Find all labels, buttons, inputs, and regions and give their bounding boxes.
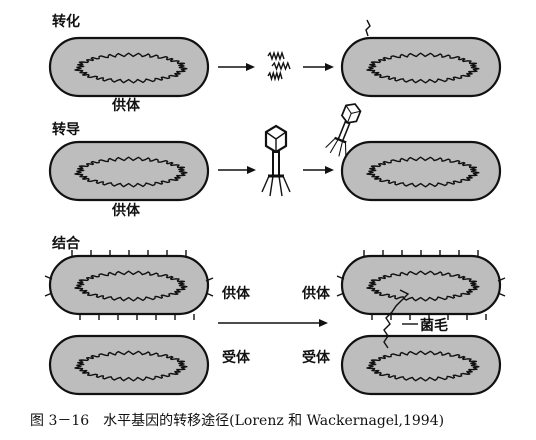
figure-caption: 图 3－16 水平基因的转移途径(Lorenz 和 Wackernagel,19… [30,413,445,429]
transduction-recipient-cell-chromosome [366,156,480,188]
transduction-title: 转导 [52,122,80,138]
free-bacteriophage-tail-fiber-2 [278,175,283,197]
conjugation-left-donor-cell-pilus-stub-15 [44,292,53,297]
pilus-label: 菌毛 [420,318,448,334]
transformation-title: 转化 [52,14,80,30]
transformation-recipient-cell-body [340,36,502,98]
free-bacteriophage-tail-fiber-0 [261,175,270,193]
free-bacteriophage-tail [272,151,280,177]
infecting-bacteriophage-head-facets [345,105,361,124]
conjugation-arrow [218,319,328,327]
pilus-bridge [383,289,410,349]
infecting-bacteriophage-baseplate [334,136,347,144]
conjugation-arrow-head [319,319,328,327]
conjugation-left-donor-label: 供体 [222,286,250,302]
conjugation-right-recipient-cell [340,334,502,396]
conjugation-right-donor-cell-body [340,254,502,316]
dna-fragment-2 [267,70,283,82]
transformation-arrow-1-head [246,63,255,71]
conjugation-right-donor-cell [336,250,506,320]
conjugation-left-recipient-cell-chromosome [74,350,188,382]
dna-fragment-1 [271,61,291,71]
conjugation-right-donor-cell-pilus-stub-17 [497,292,506,297]
conjugation-left-donor-cell-body [48,254,210,316]
transduction-arrow-2 [303,166,334,174]
transduction-donor-label: 供体 [112,203,140,219]
free-bacteriophage-tail-fiber-3 [282,175,291,193]
conjugation-right-donor-cell-pilus-stub-15 [336,292,345,297]
conjugation-left-donor-cell-pilus-stub-14 [44,275,53,280]
transduction-donor-cell-body [48,140,210,202]
conjugation-right-recipient-cell-chromosome [366,350,480,382]
conjugation-left-recipient-label: 受体 [222,350,250,366]
free-bacteriophage-tail-fiber-1 [269,175,274,197]
conjugation-left-donor-cell-pilus-stub-17 [205,292,214,297]
conjugation-left-recipient-cell-body [48,334,210,396]
infecting-bacteriophage-tail-fiber-3 [344,142,347,156]
transformation-recipient-cell [340,36,502,98]
conjugation-left-recipient-cell [48,334,210,396]
infecting-bacteriophage-tail-fiber-1 [329,139,339,154]
free-dna-fragments [267,50,291,82]
transformation-arrow-2 [303,63,334,71]
transduction-arrow-1-head [247,166,256,174]
free-bacteriophage [261,124,291,197]
conjugation-pilus [383,289,418,349]
transformation-donor-cell [48,36,210,98]
transformation-arrow-2-head [325,63,334,71]
conjugation-right-donor-cell-pilus-stub-16 [497,277,506,282]
conjugation-left-donor-cell-chromosome [74,270,188,302]
conjugation-right-recipient-cell-body [340,334,502,396]
free-bacteriophage-head-facets [265,131,287,152]
conjugation-left-donor-cell [44,250,214,320]
infecting-bacteriophage [325,103,362,157]
transduction-recipient-cell [340,140,502,202]
transformation-donor-label: 供体 [112,98,140,114]
infecting-bacteriophage-tail-fiber-2 [338,140,344,157]
transduction-donor-cell-chromosome [74,156,188,188]
infecting-bacteriophage-tail-fiber-0 [325,137,336,149]
extras-layer [218,19,418,349]
cell-layer [44,36,506,396]
transformation-donor-cell-body [48,36,210,98]
conjugation-title: 结合 [52,236,80,252]
transduction-arrow-2-head [325,166,334,174]
entering-dna-strand [365,19,371,37]
transformation-recipient-cell-chromosome [366,52,480,84]
infecting-bacteriophage-tail [337,120,351,143]
transduction-donor-cell [48,140,210,202]
conjugation-right-recipient-label: 受体 [302,350,330,366]
transformation-donor-cell-chromosome [74,52,188,84]
conjugation-right-donor-cell-chromosome [366,270,480,302]
transduction-recipient-cell-body [340,140,502,202]
conjugation-right-donor-label: 供体 [302,286,330,302]
transduction-arrow-1 [218,166,256,174]
conjugation-left-donor-cell-pilus-stub-16 [205,277,214,282]
transformation-arrow-1 [218,63,255,71]
dna-fragment-0 [267,50,285,62]
conjugation-right-donor-cell-pilus-stub-14 [336,275,345,280]
